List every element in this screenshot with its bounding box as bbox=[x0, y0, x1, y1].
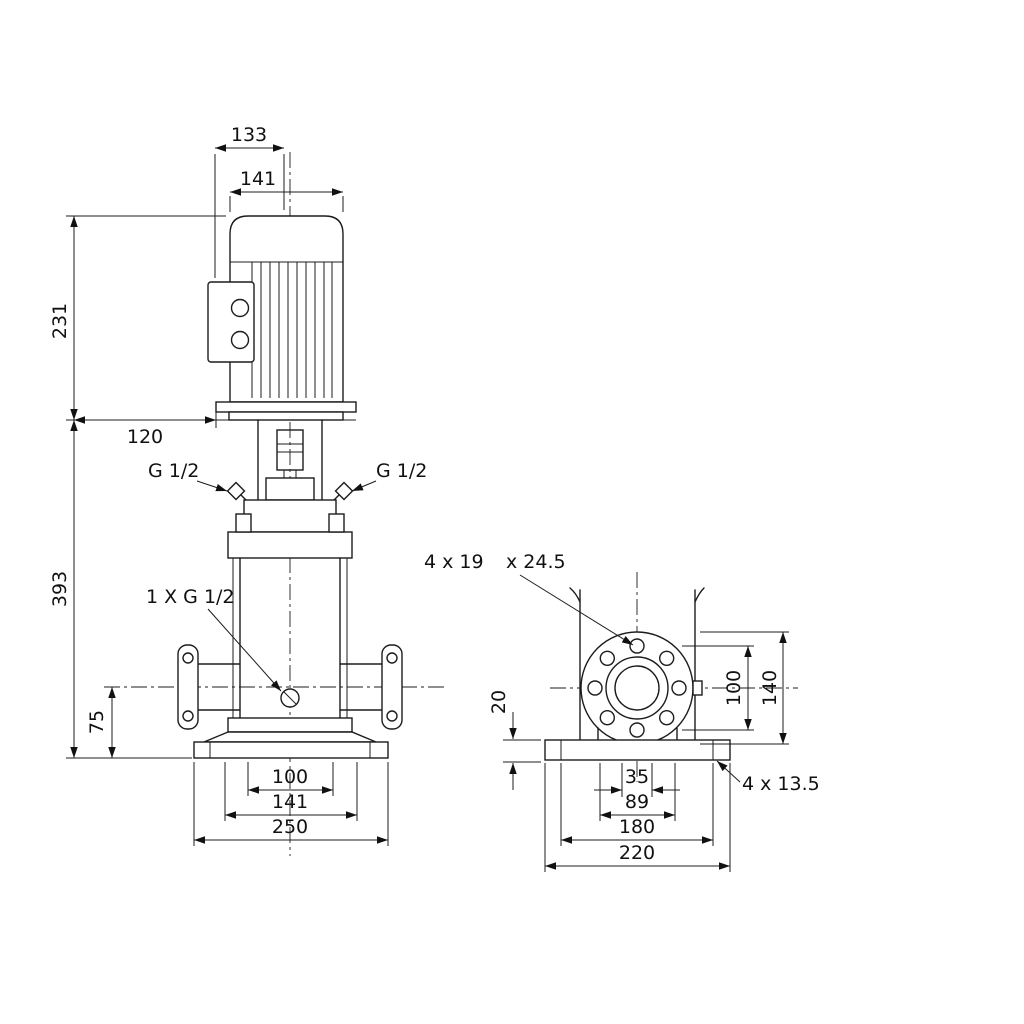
dim-180: 180 bbox=[560, 763, 714, 846]
dim-133-label: 133 bbox=[231, 124, 267, 146]
leader-line bbox=[351, 480, 377, 492]
pump-head bbox=[226, 477, 354, 559]
motor bbox=[207, 215, 357, 421]
dim-393: 393 bbox=[49, 420, 192, 759]
base-holes-label: 4 x 13.5 bbox=[742, 773, 820, 795]
dim-220: 220 bbox=[544, 763, 731, 872]
dim-100-front-label: 100 bbox=[272, 766, 308, 788]
tie-bolt-nut bbox=[328, 513, 345, 533]
dim-120: 120 bbox=[74, 412, 217, 448]
drain-plug bbox=[280, 688, 300, 708]
flange-bolt-hole bbox=[182, 710, 194, 722]
port-flange-face bbox=[580, 631, 703, 745]
pump-column bbox=[569, 587, 705, 741]
dim-20-label: 20 bbox=[488, 690, 510, 714]
dim-100-front: 100 bbox=[247, 762, 334, 796]
dim-141-bottom-label: 141 bbox=[272, 791, 308, 813]
raised-face-circle bbox=[605, 656, 669, 720]
motor-flange-step bbox=[228, 411, 344, 421]
g12-plug-right bbox=[333, 481, 354, 501]
head-flange bbox=[227, 531, 353, 559]
side-view-flange-base bbox=[544, 572, 798, 782]
g12-plug-left bbox=[226, 481, 247, 501]
dim-141-bottom: 141 bbox=[224, 762, 358, 821]
dim-231: 231 bbox=[49, 215, 226, 420]
dim-89: 89 bbox=[599, 763, 676, 821]
leader-line bbox=[207, 608, 282, 692]
tie-bolt-nut bbox=[235, 513, 252, 533]
leader-line bbox=[716, 760, 741, 783]
dim-250-label: 250 bbox=[272, 816, 308, 838]
dimensions-side: 4 x 19 x 24.5 20 100 140 bbox=[424, 551, 820, 872]
base-plate-side bbox=[544, 739, 731, 761]
dim-393-label: 393 bbox=[49, 571, 71, 607]
dim-141-top: 141 bbox=[229, 168, 344, 212]
flange-bolt-hole bbox=[386, 710, 398, 722]
oval-flange bbox=[381, 644, 403, 730]
flange-outer-circle bbox=[580, 631, 694, 745]
front-view-pump-elevation bbox=[104, 152, 444, 856]
flange-bolt-hole bbox=[386, 652, 398, 664]
motor-stool bbox=[257, 419, 323, 501]
leader-line bbox=[196, 480, 228, 492]
oval-flange bbox=[177, 644, 199, 730]
base-front bbox=[193, 731, 389, 759]
label-g12-right: G 1/2 bbox=[351, 460, 427, 492]
flange-tab bbox=[692, 680, 703, 696]
g12-left-label: G 1/2 bbox=[148, 460, 199, 482]
label-flange-holes: 4 x 19 x 24.5 bbox=[424, 551, 634, 646]
cable-entry-hole bbox=[230, 298, 250, 318]
flange-holes-label-a: 4 x 19 bbox=[424, 551, 484, 573]
dim-133: 133 bbox=[214, 124, 285, 278]
dim-180-label: 180 bbox=[619, 816, 655, 838]
label-base-holes: 4 x 13.5 bbox=[716, 760, 820, 795]
bore-circle bbox=[614, 665, 660, 711]
dim-120-label: 120 bbox=[127, 426, 163, 448]
port-left bbox=[177, 644, 241, 730]
dim-75-label: 75 bbox=[86, 710, 108, 734]
dim-220-label: 220 bbox=[619, 842, 655, 864]
dim-100-side-label: 100 bbox=[723, 670, 745, 706]
terminal-box bbox=[207, 281, 255, 363]
g12-right-label: G 1/2 bbox=[376, 460, 427, 482]
dim-140: 140 bbox=[700, 631, 789, 745]
dim-75: 75 bbox=[86, 687, 116, 758]
port-right bbox=[339, 644, 403, 730]
dim-100-side: 100 bbox=[682, 645, 754, 731]
dim-35: 35 bbox=[594, 763, 680, 797]
label-drain: 1 X G 1/2 bbox=[146, 586, 282, 692]
flange-bolt-hole bbox=[182, 652, 194, 664]
dim-140-label: 140 bbox=[759, 670, 781, 706]
drain-label: 1 X G 1/2 bbox=[146, 586, 235, 608]
dim-141-top-label: 141 bbox=[240, 168, 276, 190]
leader-line bbox=[519, 574, 634, 646]
cable-entry-hole bbox=[230, 330, 250, 350]
seal-housing bbox=[265, 477, 315, 501]
dim-20: 20 bbox=[488, 690, 541, 790]
flange-bolt-holes bbox=[587, 638, 687, 738]
coupling bbox=[276, 429, 304, 471]
dimensions-front: 133 141 231 120 393 bbox=[49, 124, 427, 846]
dim-89-label: 89 bbox=[625, 791, 649, 813]
bottom-plate bbox=[227, 717, 353, 733]
dim-250: 250 bbox=[193, 762, 389, 846]
label-g12-left: G 1/2 bbox=[148, 460, 228, 492]
dim-35-label: 35 bbox=[625, 766, 649, 788]
flange-holes-label-b: x 24.5 bbox=[506, 551, 566, 573]
motor-flange bbox=[215, 401, 357, 413]
dim-231-label: 231 bbox=[49, 303, 71, 339]
